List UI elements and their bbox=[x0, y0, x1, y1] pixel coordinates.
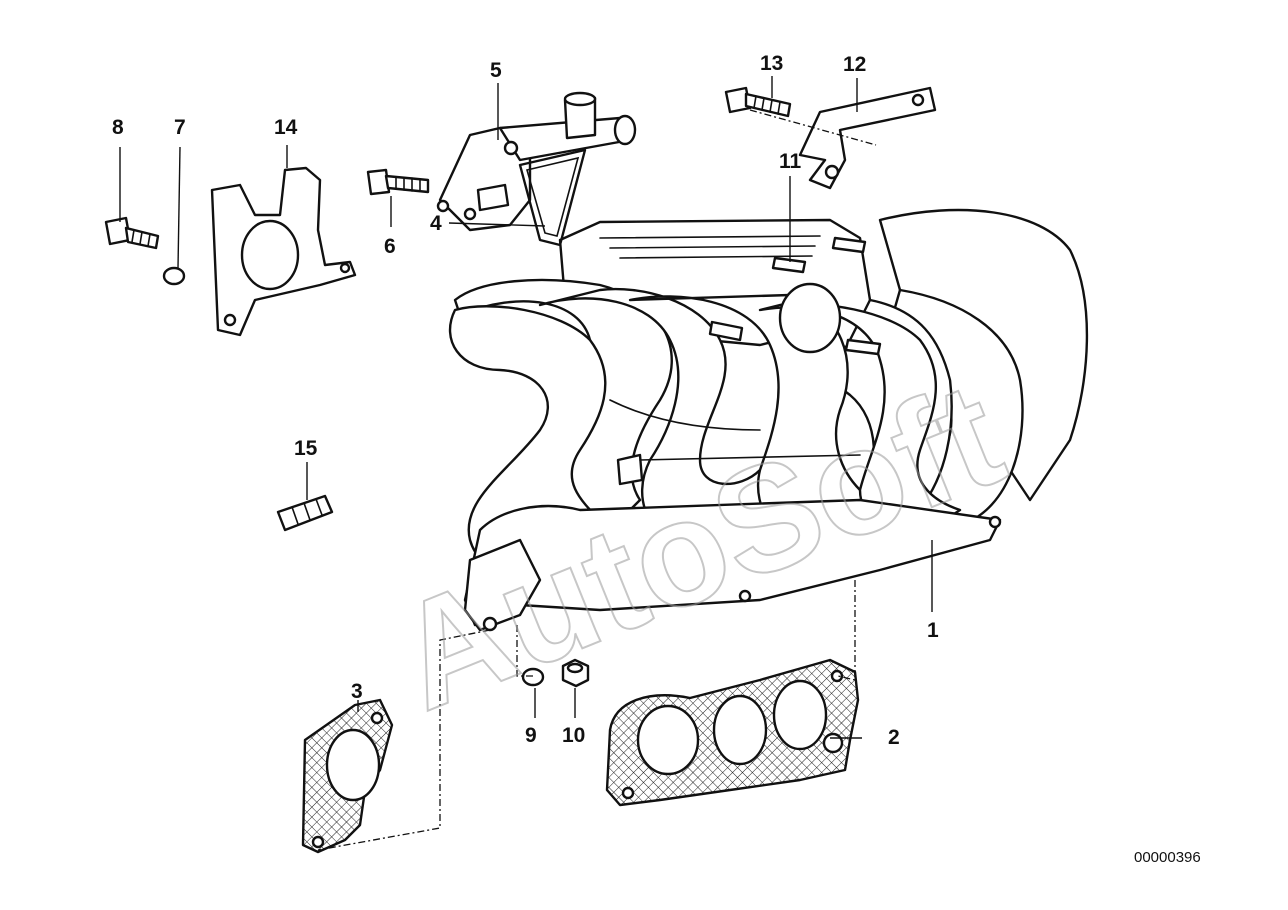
leader-lines bbox=[119, 76, 933, 851]
callout-3: 3 bbox=[351, 680, 363, 703]
washer-9 bbox=[521, 667, 545, 687]
gasket-3 bbox=[301, 698, 394, 854]
nut-10 bbox=[561, 658, 590, 688]
callout-2: 2 bbox=[888, 726, 900, 749]
fitting-gasket bbox=[518, 148, 587, 247]
callout-1: 1 bbox=[927, 619, 939, 642]
callout-6: 6 bbox=[384, 235, 396, 258]
callout-4: 4 bbox=[430, 212, 442, 235]
callout-10: 10 bbox=[562, 724, 585, 747]
callout-5: 5 bbox=[490, 59, 502, 82]
washer-7 bbox=[162, 266, 186, 286]
support-bracket-14 bbox=[210, 166, 357, 337]
bolt-13 bbox=[724, 86, 792, 118]
callout-9: 9 bbox=[525, 724, 537, 747]
callout-8: 8 bbox=[112, 116, 124, 139]
bracket-12 bbox=[798, 86, 937, 190]
callout-12: 12 bbox=[843, 53, 866, 76]
bolt-8 bbox=[104, 216, 160, 250]
callout-15: 15 bbox=[294, 437, 318, 460]
stud-15 bbox=[276, 494, 334, 532]
callout-13: 13 bbox=[760, 52, 783, 75]
coolant-fitting bbox=[436, 91, 637, 232]
gasket-2 bbox=[605, 658, 860, 807]
reference-number: 00000396 bbox=[1134, 849, 1201, 866]
bolt-6 bbox=[366, 168, 430, 196]
intake-manifold bbox=[448, 208, 1089, 632]
callout-7: 7 bbox=[174, 116, 186, 139]
callout-14: 14 bbox=[274, 116, 298, 139]
callout-11: 11 bbox=[779, 150, 802, 173]
